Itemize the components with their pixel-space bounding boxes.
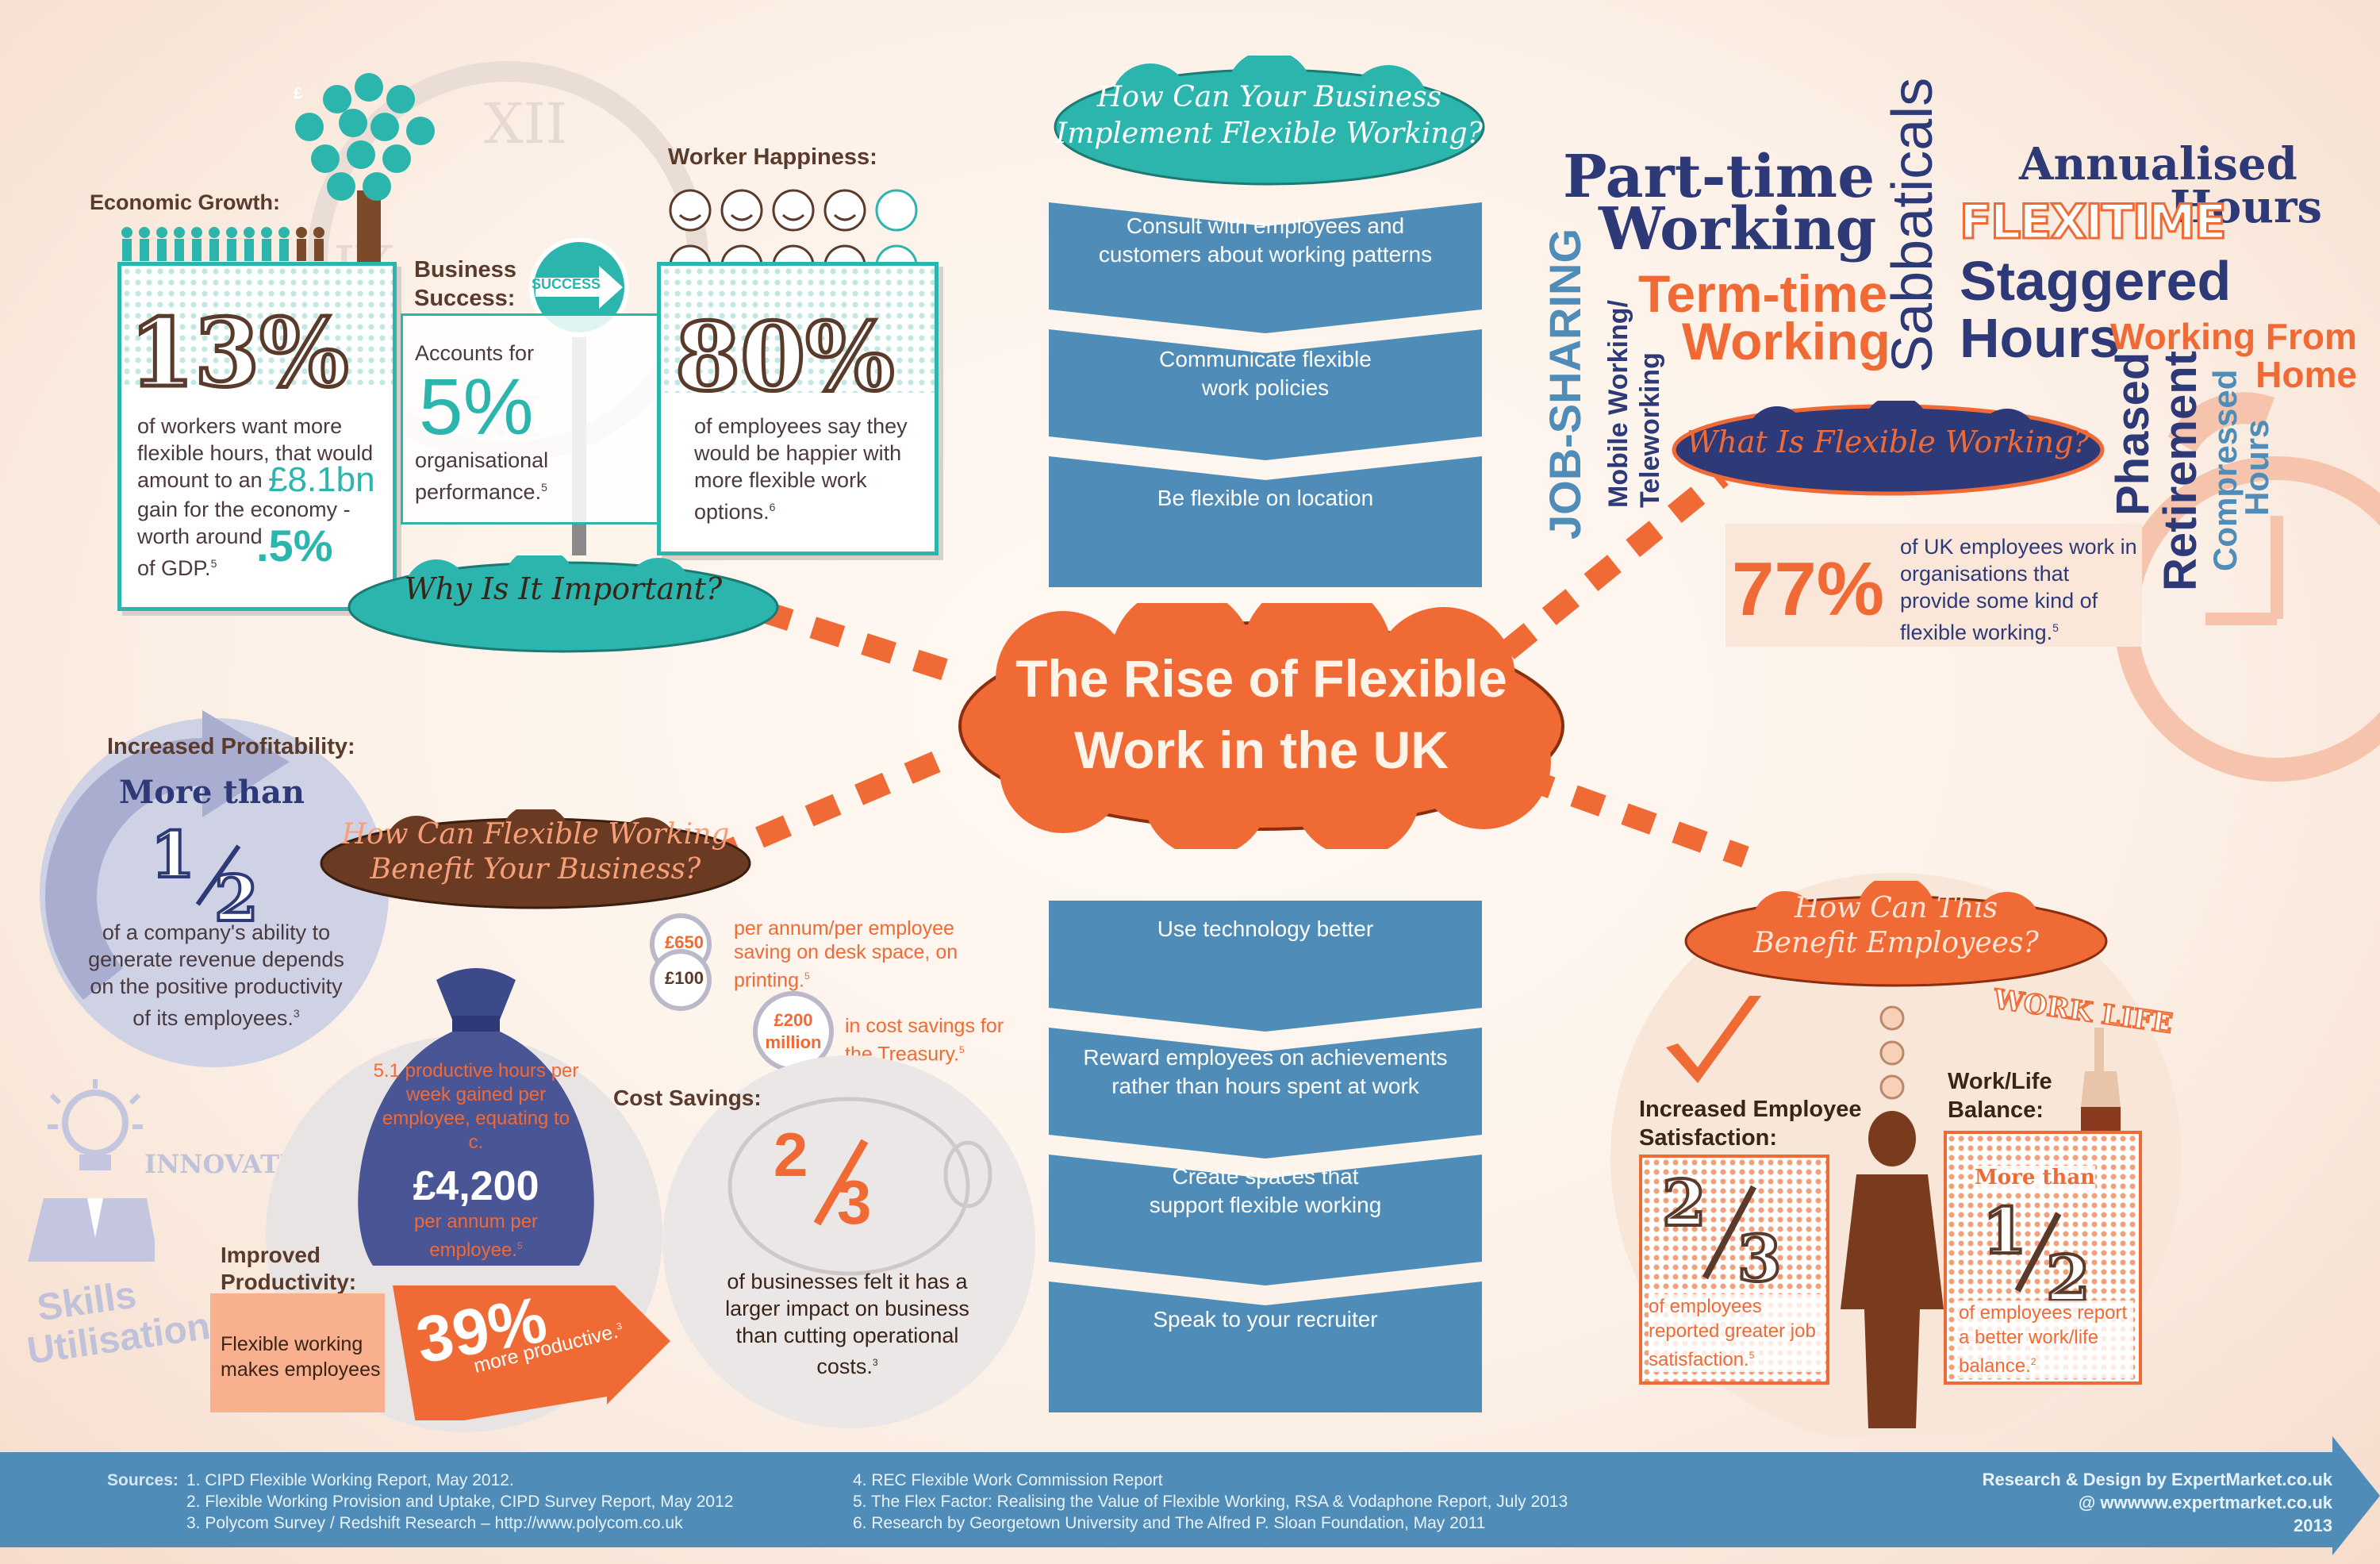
word-mobile-working: Mobile Working/ Teleworking <box>1603 300 1665 508</box>
economic-growth-panel: 13% of workers want more flexible hours,… <box>117 262 397 611</box>
cost-text: of businesses felt it has a larger impac… <box>725 1270 969 1378</box>
implement-step-3: Be flexible on location <box>1049 456 1482 587</box>
lightbulb-person-icon <box>28 1079 155 1262</box>
cost-savings-heading: Cost Savings: <box>613 1086 762 1110</box>
word-phased: Phased <box>2107 352 2159 516</box>
coin-stack-icon <box>650 913 712 1011</box>
implement-step-4: Use technology better <box>1049 901 1482 1032</box>
cost-fraction: 2 3 <box>774 1120 872 1237</box>
checkmark-icon <box>1666 996 1761 1083</box>
why-important-label: Why Is It Important? <box>404 571 723 606</box>
productivity-heading: Improved Productivity: <box>221 1243 357 1294</box>
implement-step-7: Speak to your recruiter <box>1049 1282 1482 1412</box>
productivity-arrow <box>210 1285 670 1420</box>
coin-million: £200 million <box>765 1010 822 1052</box>
profitability-more-than: More than <box>119 774 305 811</box>
word-staggered: Staggered Hours <box>1960 250 2232 369</box>
economic-amount: £8.1bn <box>268 460 375 499</box>
happiness-text: of employees say they would be happier w… <box>694 414 908 524</box>
economic-gdp: .5% <box>256 521 333 571</box>
printing-text: per annum/per employee saving on desk sp… <box>734 917 958 992</box>
title-cloud <box>958 603 1564 849</box>
money-tree-icon <box>295 73 435 262</box>
economic-percent: 13% <box>127 296 350 410</box>
title-line-1: The Rise of Flexible <box>1015 649 1507 708</box>
title-line-2: Work in the UK <box>1074 721 1449 779</box>
why-important-cloud <box>347 555 779 653</box>
worker-happiness-heading: Worker Happiness: <box>668 144 877 170</box>
economic-text-b: gain for the economy - worth around <box>137 498 351 548</box>
coin-100: £100 <box>665 968 704 988</box>
satisfaction-text: of employees reported greater job satisf… <box>1649 1296 1816 1370</box>
uk-employees-text: of UK employees work in organisations th… <box>1900 535 2137 644</box>
pointing-hand-icon <box>2081 1028 2121 1131</box>
word-annualised: Annualised Hours <box>2019 138 2323 233</box>
bag-amount: £4,200 <box>413 1163 539 1209</box>
satisfaction-heading: Increased Employee Satisfaction: <box>1639 1097 1862 1151</box>
implement-cloud <box>1054 56 1485 186</box>
happiness-percent: 80% <box>673 300 896 414</box>
balance-panel: More than 1 2 of employees report a bett… <box>1944 1131 2142 1385</box>
uk-employees-percent: 77% <box>1732 547 1885 632</box>
coin-symbols: £ <box>294 85 324 102</box>
benefit-business-label: How Can Flexible Working Benefit Your Bu… <box>341 818 730 886</box>
bag-per: per annum per employee. <box>413 1211 539 1261</box>
sources-right: 4. REC Flexible Work Commission Report 5… <box>853 1471 1568 1532</box>
implement-label: How Can Your Business Implement Flexible… <box>1056 81 1483 150</box>
profitability-circle <box>40 710 389 1067</box>
economic-text-a: of workers want more flexible hours, tha… <box>137 414 374 492</box>
sources-left: 1. CIPD Flexible Working Report, May 201… <box>186 1471 734 1532</box>
profitability-text: of a company's ability to generate reven… <box>88 920 344 1030</box>
economic-growth-heading: Economic Growth: <box>90 190 281 214</box>
productivity-text: Flexible working makes employees <box>221 1333 381 1381</box>
profitability-fraction: 1 2 <box>149 816 260 937</box>
people-row-icon <box>121 227 324 261</box>
business-success-panel: Accounts for 5% organisational performan… <box>401 313 659 525</box>
business-success-heading: Business Success: <box>414 257 516 311</box>
word-job-sharing: JOB-SHARING <box>1540 228 1590 540</box>
uk-employees-stat: 77% of UK employees work in organisation… <box>1726 524 2142 647</box>
word-term-time: Term-time Working <box>1638 264 1891 371</box>
footer-credit: Research & Design by ExpertMarket.co.uk … <box>1982 1470 2332 1535</box>
business-accounts: Accounts for <box>415 341 535 365</box>
coin-650: £650 <box>665 932 704 952</box>
footer-banner <box>0 1436 2380 1555</box>
satisfaction-panel: 2 3 of employees reported greater job sa… <box>1639 1155 1829 1385</box>
balance-heading: Work/Life Balance: <box>1948 1069 2052 1123</box>
bag-text: 5.1 productive hours per week gained per… <box>373 1060 579 1153</box>
benefit-business-cloud <box>320 809 751 909</box>
money-bag-icon <box>358 968 594 1266</box>
what-is-label: What Is Flexible Working? <box>1687 425 2090 459</box>
benefit-employees-cloud <box>1684 881 2108 987</box>
business-text: organisational performance. <box>415 448 549 504</box>
word-flexitime: FLEXITIME <box>1959 194 2228 252</box>
what-is-cloud <box>1672 401 2105 496</box>
profitability-heading: Increased Profitability: <box>107 734 355 759</box>
sources-label: Sources: <box>107 1471 178 1489</box>
success-sign-text: SUCCESS <box>532 276 601 292</box>
svg-text:XII: XII <box>484 91 567 156</box>
woman-silhouette-icon <box>1841 1111 1944 1428</box>
worker-happiness-panel: 80% of employees say they would be happi… <box>657 262 939 555</box>
thought-bubbles-icon <box>1879 1005 1905 1100</box>
word-part-time: Part-time Working <box>1563 143 1877 263</box>
word-retirement: Retirement <box>2155 351 2206 591</box>
cost-savings-circle <box>662 1055 1035 1428</box>
word-working-from-home: Working From Home <box>2110 316 2357 395</box>
word-compressed-hours: Compressed Hours <box>2206 369 2275 571</box>
business-percent: 5% <box>419 363 534 452</box>
balance-text: of employees report a better work/life b… <box>1959 1302 2128 1377</box>
benefit-employees-label: How Can This Benefit Employees? <box>1753 892 2039 959</box>
economic-text-c: of GDP. <box>137 556 211 580</box>
